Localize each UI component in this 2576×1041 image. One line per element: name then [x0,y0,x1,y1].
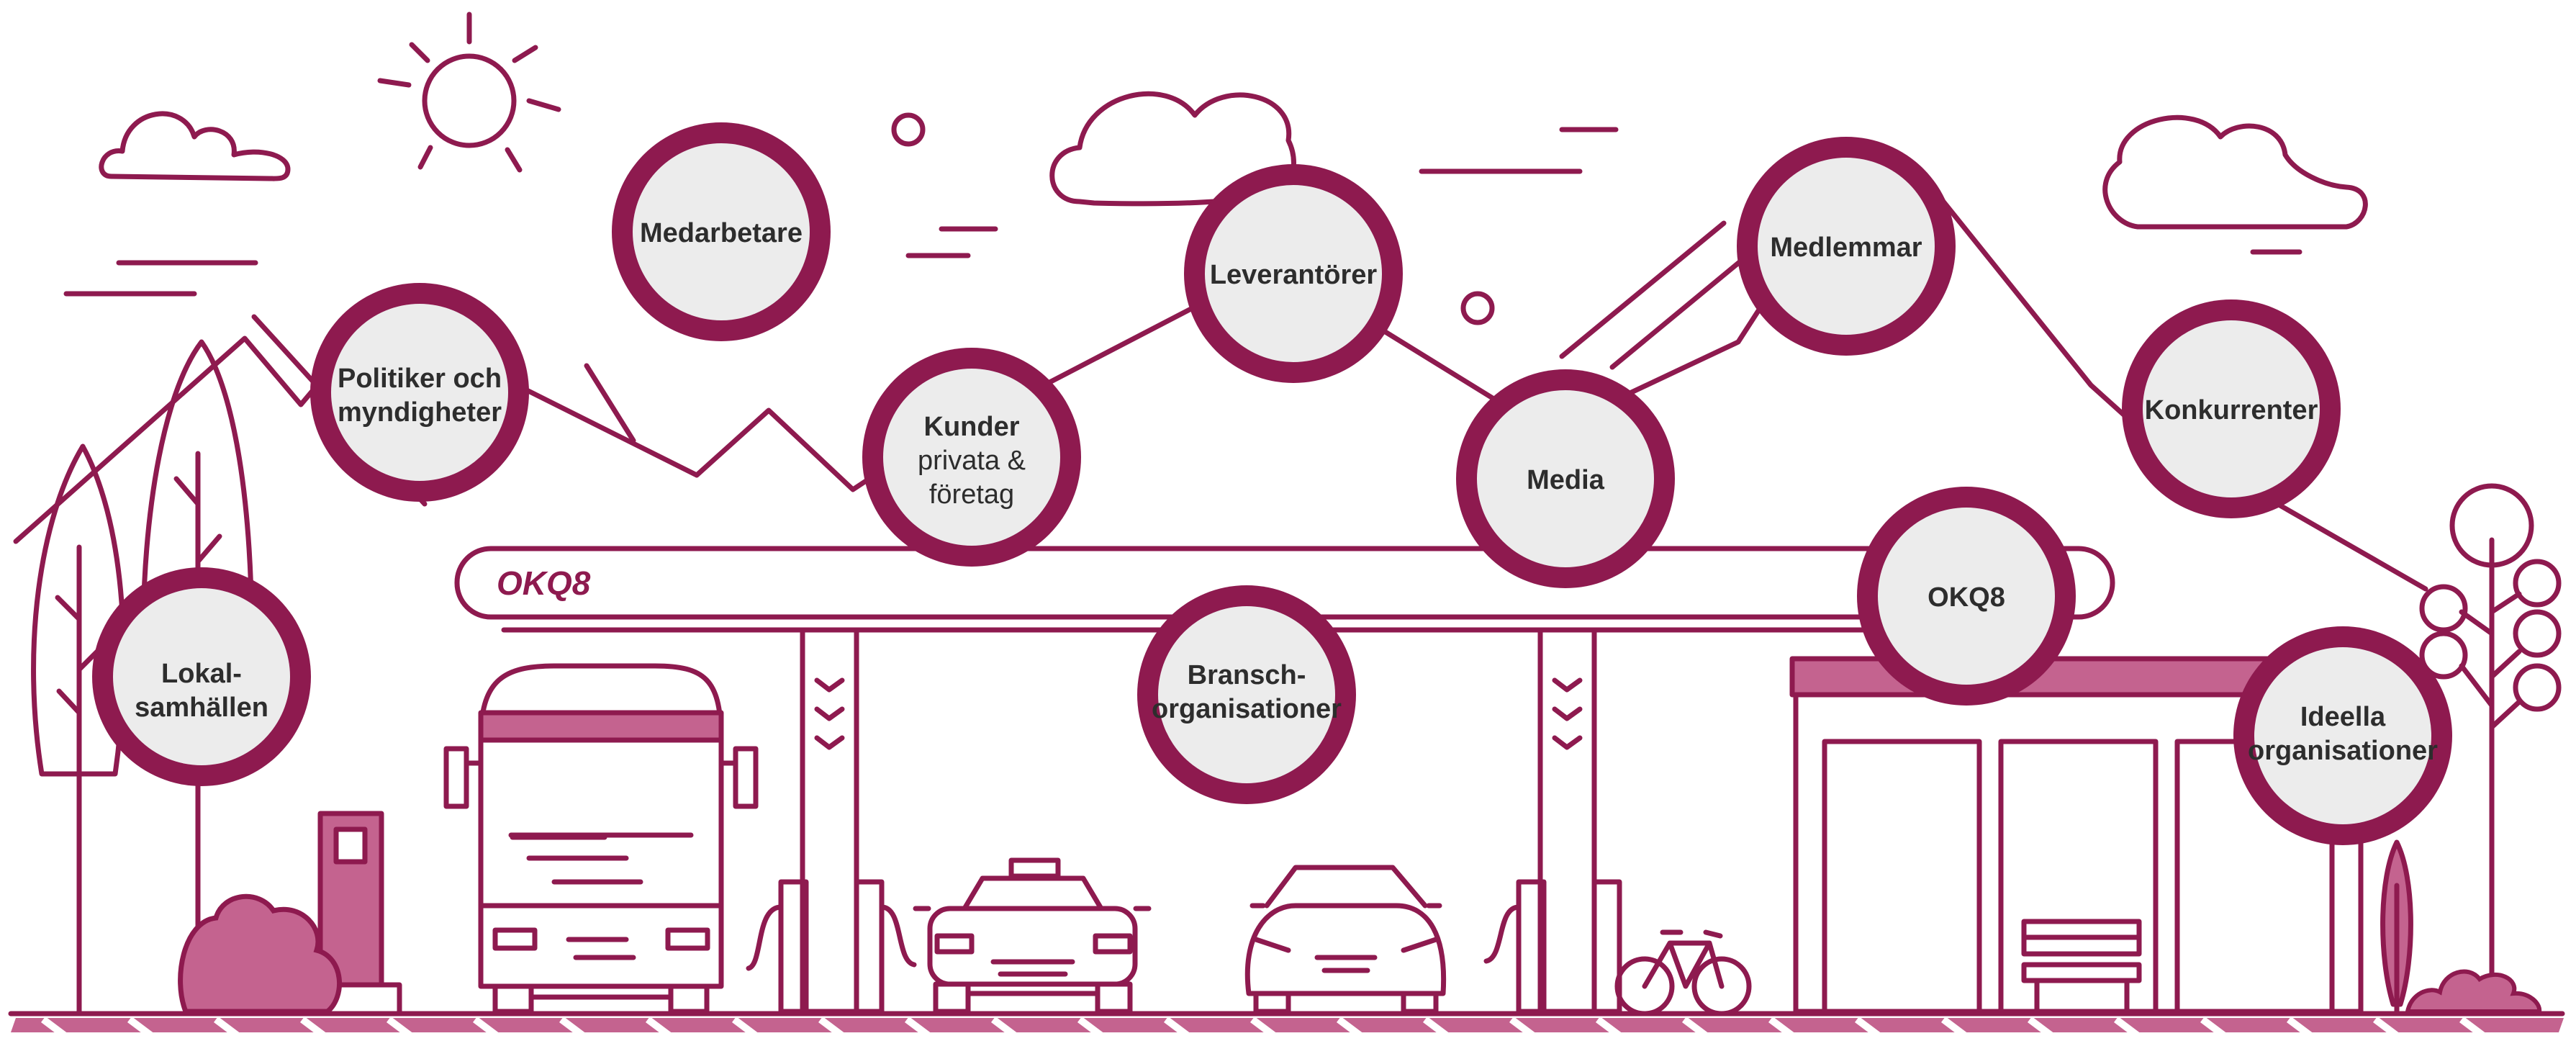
car-icon [1244,865,1447,1014]
fuel-pump-icon [746,879,917,1014]
node-okq8: OKQ8 [1857,487,2076,706]
node-label: Medarbetare [640,218,803,248]
taxi-icon [913,857,1152,1014]
node-label: Medlemmar [1770,233,1922,263]
node-label: myndigheter [338,397,502,428]
canopy-logo: OKQ8 [497,564,591,602]
node-ideella: Ideella organisationer [2233,626,2452,845]
stakeholder-nodes: Lokal- samhällen Politiker och myndighet… [92,122,2452,845]
node-label: privata & [918,446,1026,476]
node-label: Konkurrenter [2145,395,2318,425]
node-label: samhällen [135,693,268,723]
cloud-icon [2102,114,2368,230]
bicycle-icon [1614,929,1752,1017]
bush-icon [178,893,343,1014]
node-konkurrenter: Konkurrenter [2122,299,2341,518]
node-label: Bransch- [1188,660,1306,690]
node-label: Ideella [2300,702,2386,732]
node-label: Kunder [924,412,1020,442]
node-label: Politiker och [338,364,502,394]
cloud-icon [99,111,291,181]
tree-icon [2419,483,2562,1014]
truck-icon [443,663,759,1014]
tree-icon [2380,839,2413,1014]
node-media: Media [1456,369,1675,588]
node-label: Lokal- [161,659,242,689]
node-kunder: Kunder privata & företag [862,348,1081,567]
node-label: Media [1527,465,1605,495]
node-leverantorer: Leverantörer [1184,164,1403,383]
node-politiker: Politiker och myndigheter [310,283,529,502]
bench-icon [2021,919,2142,1014]
sun-icon [377,12,561,173]
tree-icon [31,443,127,1014]
node-label: Leverantörer [1210,260,1378,290]
node-label: organisationer [2248,736,2438,766]
node-label: organisationer [1152,694,1342,724]
fuel-pump-icon [1483,879,1622,1014]
node-label: OKQ8 [1928,582,2005,613]
bush-icon [2405,969,2542,1014]
node-label: företag [929,479,1014,510]
node-medlemmar: Medlemmar [1737,137,1956,356]
node-lokalsamhallen: Lokal- samhällen [92,567,311,786]
node-bransch: Bransch- organisationer [1137,585,1356,804]
node-medarbetare: Medarbetare [612,122,831,341]
